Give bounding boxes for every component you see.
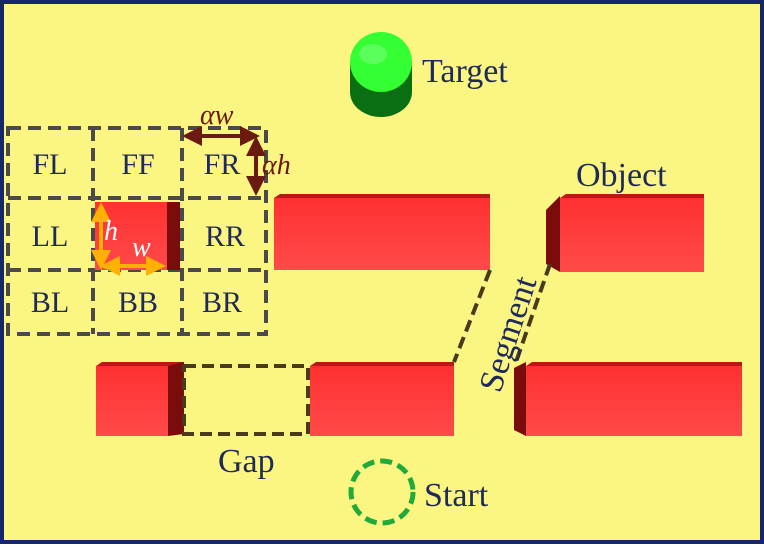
grid-cell-bl: BL [31, 286, 69, 319]
lower-left-wall-block [96, 362, 184, 436]
lower-right-wall-block [514, 362, 742, 436]
object-label: Object [576, 157, 667, 194]
grid-cell-fr: FR [204, 148, 241, 181]
start-ring-icon [348, 458, 416, 526]
grid-outline [6, 126, 268, 336]
grid-cell-ff: FF [121, 148, 154, 181]
cell-dimension-arrows [182, 126, 266, 196]
grid-cell-bb: BB [118, 286, 158, 319]
grid-cell-rr: RR [205, 220, 245, 253]
alpha-w-label: αw [200, 100, 234, 131]
segment-lines [452, 263, 552, 363]
target-label: Target [422, 53, 508, 90]
width-label: w [132, 232, 151, 263]
lower-middle-wall-block [310, 362, 454, 436]
grid-cell-ll: LL [32, 220, 69, 253]
grid-labels: FL FF FR LL RR BL BB BR [31, 148, 245, 319]
upper-left-wall-block [274, 194, 490, 270]
grid-cell-fl: FL [32, 148, 67, 181]
height-label: h [104, 216, 118, 247]
start-label: Start [424, 477, 489, 514]
segment-left-line [452, 269, 492, 363]
grid-cell-br: BR [202, 286, 242, 319]
target-cylinder-icon [350, 32, 412, 117]
gap-outline [182, 364, 310, 436]
alpha-h-label: αh [262, 150, 291, 181]
block-dimension-arrows [91, 202, 166, 276]
upper-right-wall-block [546, 194, 704, 272]
gap-label: Gap [218, 443, 275, 480]
